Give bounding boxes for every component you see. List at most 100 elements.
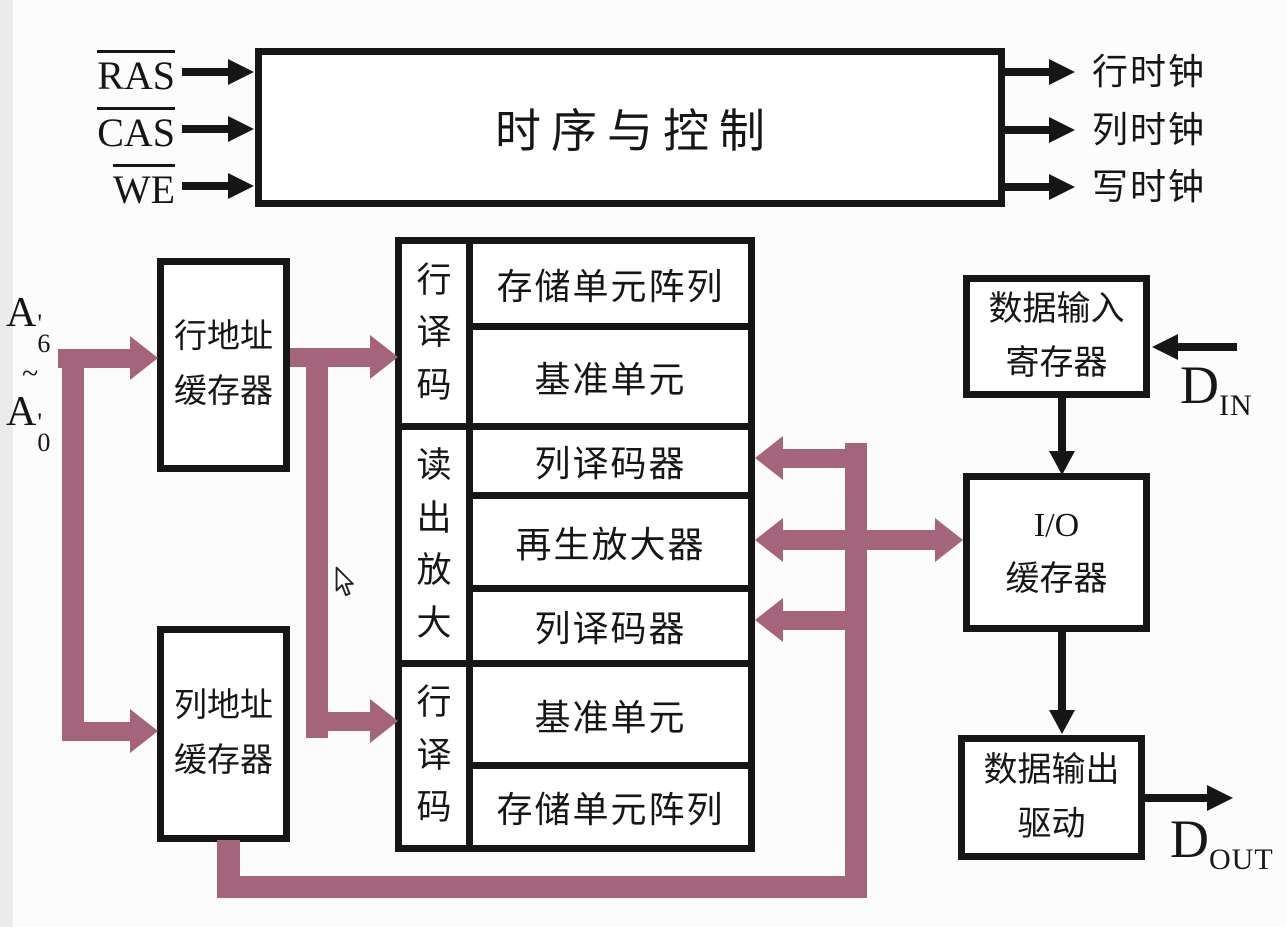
regen-amplifier: 再生放大器 xyxy=(466,492,755,592)
cell-array-bottom-label: 存储单元阵列 xyxy=(496,790,725,830)
branch-bottom-coldecoder-shaft xyxy=(783,611,867,630)
address-bottom-prime: ' xyxy=(37,407,43,437)
sense-amplifier-label: 读出放大 xyxy=(416,446,452,643)
timing-control-label: 时序与控制 xyxy=(495,105,775,157)
signal-label-cas: CAS xyxy=(40,107,175,153)
column-decoder-bottom: 列译码器 xyxy=(466,585,755,667)
signal-label-we: WE xyxy=(40,164,175,210)
row-decoder-bottom-label: 行译码 xyxy=(416,683,452,828)
data-input-register-line2: 寄存器 xyxy=(1005,344,1108,382)
branch-bottom-coldecoder-head xyxy=(755,598,783,642)
row-address-buffer-line1: 行地址 xyxy=(174,319,273,355)
rowbuf-to-bottom-decoder-shaft xyxy=(306,712,370,731)
bottom-bus xyxy=(217,876,867,898)
io-to-driver-arrow-shaft xyxy=(1058,632,1066,712)
signal-label-ras: RAS xyxy=(40,50,175,96)
address-top: A'6 xyxy=(6,290,51,359)
cas-arrow-shaft xyxy=(182,125,230,133)
data-output-driver-box: 数据输出 驱动 xyxy=(958,735,1145,860)
cell-array-bottom: 存储单元阵列 xyxy=(466,762,755,852)
cas-arrow-head xyxy=(228,116,254,142)
column-decoder-top: 列译码器 xyxy=(466,423,755,499)
cell-array-top-label: 存储单元阵列 xyxy=(496,266,725,307)
address-top-letter: A xyxy=(6,290,37,336)
row-address-buffer-box: 行地址 缓存器 xyxy=(157,258,290,472)
regen-amplifier-label: 再生放大器 xyxy=(515,525,706,565)
address-top-sub: 6 xyxy=(37,329,51,359)
din-arrow-head xyxy=(1152,334,1178,360)
ras-arrow-shaft xyxy=(182,68,230,76)
regen-io-bus-shaft xyxy=(783,530,935,550)
din-sub: IN xyxy=(1219,389,1253,422)
row-clock-arrow-head xyxy=(1049,59,1075,85)
row-clock-label: 行时钟 xyxy=(1092,52,1207,92)
io-to-driver-arrow-head xyxy=(1049,710,1075,734)
reg-to-io-arrow-shaft xyxy=(1058,398,1066,453)
io-buffer-box: I/O 缓存器 xyxy=(963,473,1150,632)
address-bus-left-trunk xyxy=(62,349,84,741)
io-bus-right-head xyxy=(935,518,963,562)
branch-top-coldecoder-shaft xyxy=(783,449,867,468)
address-top-prime: ' xyxy=(37,309,43,338)
row-clock-arrow-shaft xyxy=(1005,68,1051,76)
io-buffer-line2: 缓存器 xyxy=(1005,560,1108,598)
reference-cell-top: 基准单元 xyxy=(466,323,755,430)
col-clock-label: 列时钟 xyxy=(1092,110,1207,150)
regen-bus-left-head xyxy=(755,518,783,562)
we-arrow-head xyxy=(228,173,254,199)
right-trunk xyxy=(845,443,867,898)
col-clock-arrow-shaft xyxy=(1005,126,1051,134)
write-clock-arrow-head xyxy=(1049,174,1075,200)
ras-label: RAS xyxy=(97,50,175,96)
dout-arrow-shaft xyxy=(1145,794,1209,802)
reference-cell-bottom-label: 基准单元 xyxy=(534,697,687,738)
column-decoder-top-label: 列译码器 xyxy=(534,444,687,484)
dout-sub: OUT xyxy=(1209,843,1274,876)
reference-cell-bottom: 基准单元 xyxy=(466,660,755,769)
row-decoder-top-section: 行译码 xyxy=(395,237,473,430)
dout-label: DOUT xyxy=(1170,812,1274,875)
address-bus-head-row-buffer xyxy=(130,336,158,380)
mouse-cursor xyxy=(335,566,354,597)
column-decoder-bottom-label: 列译码器 xyxy=(534,609,687,649)
branch-top-coldecoder-head xyxy=(755,436,783,480)
data-output-driver-line1: 数据输出 xyxy=(983,751,1120,789)
din-label: DIN xyxy=(1180,358,1253,421)
sense-amplifier-section: 读出放大 xyxy=(395,423,473,667)
address-bus-head-col-buffer xyxy=(130,709,158,753)
address-bottom: A'0 xyxy=(6,388,51,457)
data-input-register-line1: 数据输入 xyxy=(988,290,1125,328)
reg-to-io-arrow-head xyxy=(1049,451,1075,475)
io-buffer-line1: I/O xyxy=(1033,506,1080,544)
video-edge-strip xyxy=(0,0,13,927)
address-bottom-sub: 0 xyxy=(37,427,51,457)
row-decoder-top-label: 行译码 xyxy=(416,260,452,405)
din-arrow-shaft xyxy=(1176,343,1237,351)
timing-control-box: 时序与控制 xyxy=(255,48,1005,207)
ras-arrow-head xyxy=(228,59,254,85)
data-output-driver-line2: 驱动 xyxy=(1017,805,1086,843)
write-clock-label: 写时钟 xyxy=(1092,167,1207,207)
address-bottom-letter: A xyxy=(6,388,37,435)
row-decoder-bottom-section: 行译码 xyxy=(395,660,473,852)
col-address-buffer-line2: 缓存器 xyxy=(174,743,273,779)
data-input-register-box: 数据输入 寄存器 xyxy=(963,275,1150,398)
address-input-label: A'6 ~ A'0 xyxy=(6,290,51,457)
cas-label: CAS xyxy=(97,107,175,153)
col-address-buffer-box: 列地址 缓存器 xyxy=(157,626,290,842)
row-address-buffer-line2: 缓存器 xyxy=(174,374,273,410)
cell-array-top: 存储单元阵列 xyxy=(466,237,755,330)
dout-main: D xyxy=(1170,809,1209,869)
address-bus-colbuf-shaft xyxy=(62,722,130,741)
we-label: WE xyxy=(112,164,175,210)
dout-arrow-head xyxy=(1207,785,1233,811)
we-arrow-shaft xyxy=(182,182,230,190)
rowbuf-to-bottom-decoder-head xyxy=(370,699,398,743)
din-main: D xyxy=(1180,355,1219,415)
reference-cell-top-label: 基准单元 xyxy=(534,359,687,400)
rowbuf-to-top-decoder-head xyxy=(370,335,398,379)
write-clock-arrow-shaft xyxy=(1005,183,1051,191)
rowbuf-trunk-down xyxy=(306,348,328,738)
col-address-buffer-line1: 列地址 xyxy=(174,688,273,724)
